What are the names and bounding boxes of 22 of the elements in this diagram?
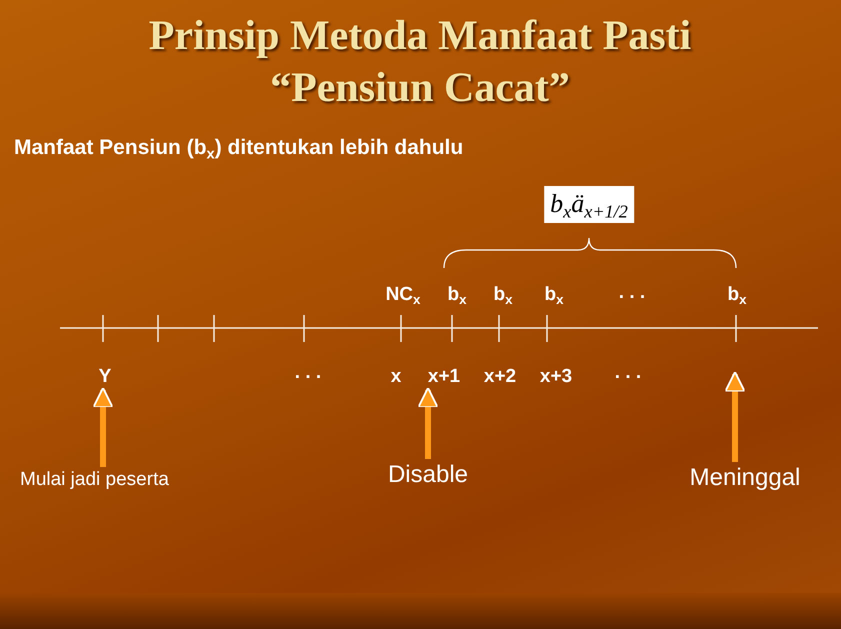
- axis-label: b$_{x}$: [448, 285, 466, 306]
- subtitle: Manfaat Pensiun (b$_{x}$) ditentukan lebih dahulu: [14, 136, 464, 160]
- axis-label: b$_{x}$: [728, 285, 746, 306]
- event-label: Mulai jadi peserta: [20, 470, 169, 491]
- arrow: [724, 371, 746, 462]
- axis-label: x+2: [484, 367, 516, 388]
- axis-label: NC$_{x}$: [386, 285, 420, 306]
- ellipsis: . . .: [294, 363, 322, 384]
- slide-title: Prinsip Metoda Manfaat Pasti “Pensiun Cacat”: [148, 12, 692, 113]
- ellipsis: . . .: [618, 283, 646, 304]
- arrow: [417, 387, 439, 459]
- axis-label: Y: [98, 367, 112, 388]
- event-label: Meninggal: [690, 465, 800, 492]
- formula: b$_{x}$ä$_{x+1/2}$: [544, 186, 634, 223]
- event-label: Disable: [388, 462, 468, 488]
- axis-label: b$_{x}$: [544, 285, 564, 306]
- axis-label: x+3: [540, 367, 572, 388]
- axis-label: b$_{x}$: [494, 285, 512, 306]
- arrow: [92, 387, 114, 467]
- axis-label: x: [390, 367, 402, 388]
- axis-label: x+1: [428, 367, 460, 388]
- ellipsis: . . .: [614, 363, 642, 384]
